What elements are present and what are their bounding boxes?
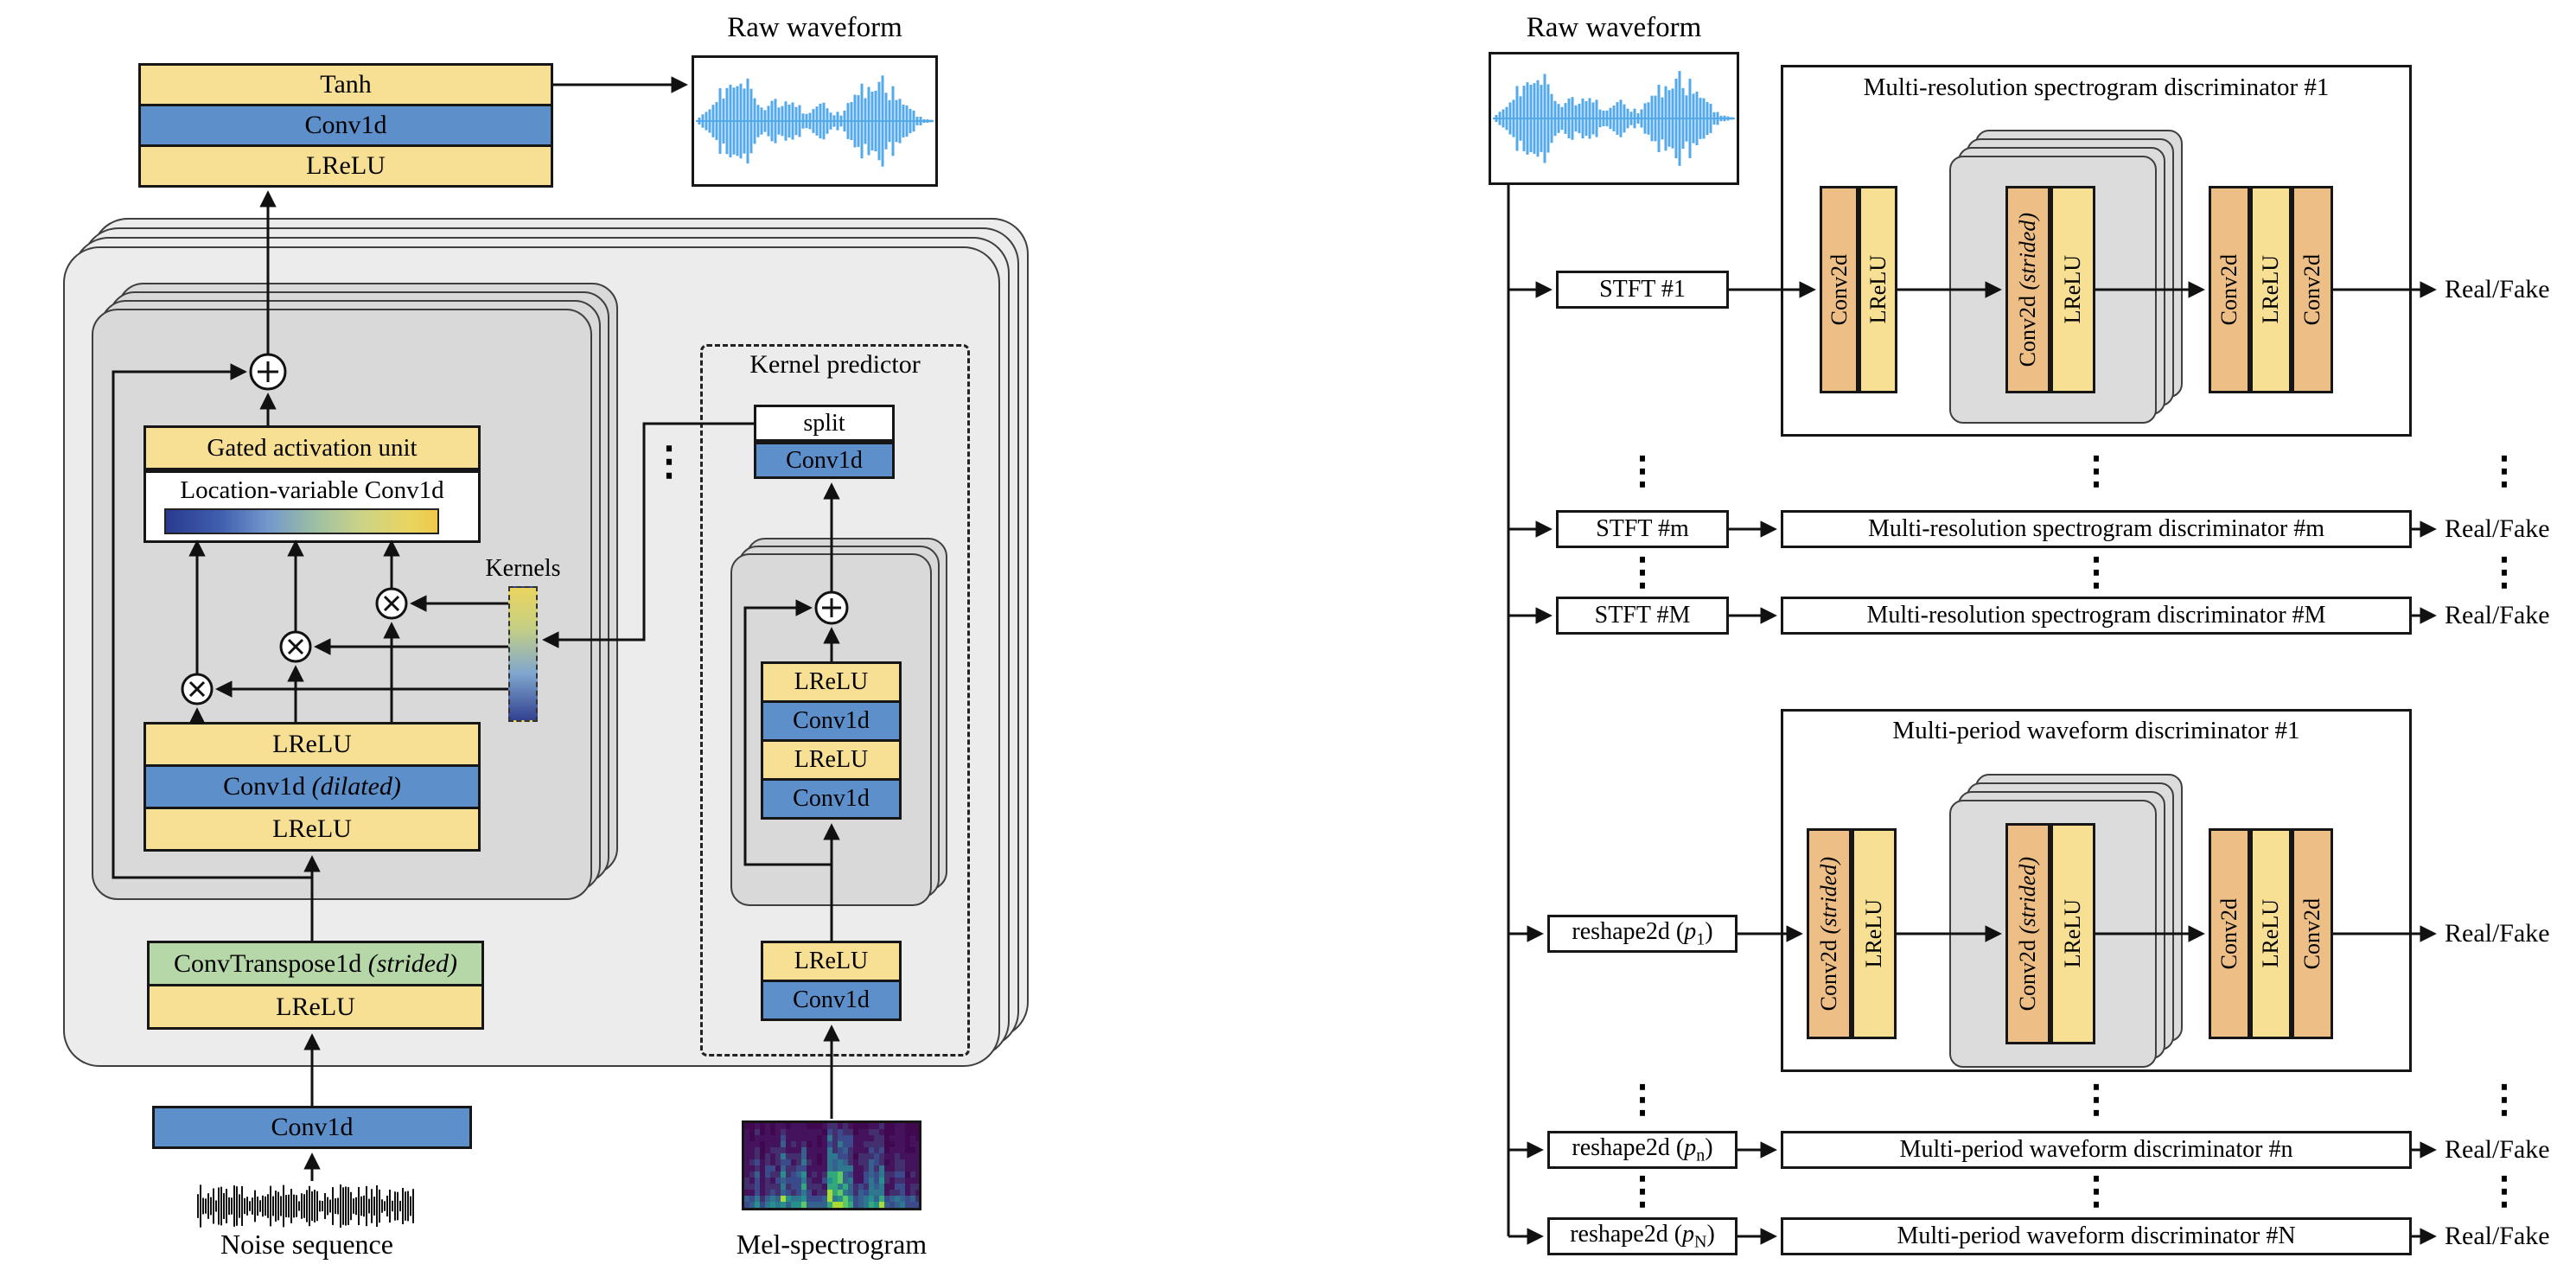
kp-layer-lrelu-1: LReLU [761,661,902,703]
waveform-plot [1493,71,1735,166]
kp-layer-conv1d-1: Conv1d [761,700,902,742]
mpwd-layer-lrelu-in: LReLU [1852,828,1897,1039]
disc-raw-waveform-title: Raw waveform [1526,11,1702,43]
layer-tanh: Tanh [138,63,553,106]
mrsd-layer-conv2d-in: Conv2d [1820,186,1859,393]
lvc-kernel-gradient-bar [164,508,439,534]
dots: ⋮ [2077,1170,2115,1212]
dots: ⋮ [2077,450,2115,492]
generator-raw-waveform-title: Raw waveform [727,11,902,43]
mrsd-layer-lrelu-out: LReLU [2250,186,2292,393]
layer-conv1d-output: Conv1d [138,104,553,147]
dots: ⋮ [2485,1078,2523,1120]
layer-lrelu-output: LReLU [138,144,553,188]
generator-raw-waveform-image [692,55,938,187]
mrsd-row-M-box: Multi-resolution spectrogram discriminat… [1781,597,2412,635]
dots: ⋮ [1623,1170,1661,1212]
layer-lrelu-upsample: LReLU [147,984,484,1030]
kp-layer-lrelu-2: LReLU [761,739,902,781]
mrsd-layer-lrelu-in: LReLU [1859,186,1897,393]
mpwd-detail-title: Multi-period waveform discriminator #1 [1892,716,2300,744]
real-fake-label-mpwd-n: Real/Fake [2445,1135,2550,1164]
noise-plot [197,1184,414,1228]
mpwd-layer-conv2d-strided-mid: Conv2d (strided) [2005,823,2050,1044]
mrsd-layer-lrelu-mid: LReLU [2050,186,2095,393]
mpwd-layer-lrelu-out: LReLU [2250,828,2292,1039]
mel-spectrogram-label: Mel-spectrogram [736,1228,928,1260]
waveform-svg [696,75,934,167]
gated-activation-unit: Gated activation unit [143,425,481,470]
layer-conv1d-dilated: Conv1d (dilated) [143,764,481,809]
layer-lrelu-res-bottom: LReLU [143,807,481,852]
kernel-predictor-title: Kernel predictor [749,350,921,379]
real-fake-label-mrsd-1: Real/Fake [2445,275,2550,303]
dots: ⋮ [2485,1170,2523,1212]
dots: ⋮ [2485,450,2523,492]
mrsd-layer-conv2d-out1: Conv2d [2209,186,2250,393]
disc-raw-waveform-image [1489,52,1739,185]
mrsd-row-m-box: Multi-resolution spectrogram discriminat… [1781,510,2412,548]
kernels-label: Kernels [485,555,561,582]
dots: ⋮ [1623,1078,1661,1120]
mpwd-row-N-box: Multi-period waveform discriminator #N [1781,1217,2412,1255]
mel-plot [744,1123,919,1208]
noise-sequence-label: Noise sequence [220,1228,393,1260]
real-fake-label-mrsd-m: Real/Fake [2445,514,2550,543]
kp-input-lrelu: LReLU [761,941,902,982]
kernel-predictor-container [700,344,970,1057]
mrsd-detail-title: Multi-resolution spectrogram discriminat… [1863,73,2330,101]
mel-spectrogram-image [742,1120,921,1210]
waveform-svg [1493,71,1735,166]
layer-conv1d-input: Conv1d [152,1106,472,1149]
kp-dots: ⋮ [649,439,689,483]
stft-1-box: STFT #1 [1556,271,1729,309]
stft-M-box: STFT #M [1556,597,1729,635]
mpwd-row-n-box: Multi-period waveform discriminator #n [1781,1131,2412,1169]
noise-sequence-image [197,1184,414,1228]
kp-input-conv1d: Conv1d [761,980,902,1021]
mpwd-layer-conv2d-out1: Conv2d [2209,828,2250,1039]
stft-m-box: STFT #m [1556,510,1729,548]
mrsd-layer-conv2d-strided: Conv2d (strided) [2005,186,2050,393]
waveform-plot [696,75,934,167]
dots: ⋮ [2077,1078,2115,1120]
mpwd-layer-conv2d-strided-in: Conv2d (strided) [1807,828,1852,1039]
dots: ⋮ [2077,551,2115,593]
layer-convtranspose1d: ConvTranspose1d (strided) [147,941,484,986]
real-fake-label-mpwd-N: Real/Fake [2445,1222,2550,1250]
reshape2d-p1-box: reshape2d (p1) [1547,915,1738,953]
mpwd-layer-conv2d-out2: Conv2d [2292,828,2333,1039]
reshape2d-pn-box: reshape2d (pn) [1547,1131,1738,1169]
kernels-bar [508,586,538,722]
real-fake-label-mrsd-M: Real/Fake [2445,601,2550,629]
mrsd-layer-conv2d-out2: Conv2d [2292,186,2333,393]
dots: ⋮ [1623,450,1661,492]
dots: ⋮ [2485,551,2523,593]
mpwd-layer-lrelu-mid: LReLU [2050,823,2095,1044]
mel-spectrogram-svg [744,1123,919,1208]
layer-lrelu-res-top: LReLU [143,722,481,767]
kp-layer-conv1d-2: Conv1d [761,778,902,820]
real-fake-label-mpwd-1: Real/Fake [2445,919,2550,948]
kp-split-box: split [754,405,895,442]
kp-split-conv1d: Conv1d [754,442,895,479]
reshape2d-pN-box: reshape2d (pN) [1547,1217,1738,1255]
dots: ⋮ [1623,551,1661,593]
